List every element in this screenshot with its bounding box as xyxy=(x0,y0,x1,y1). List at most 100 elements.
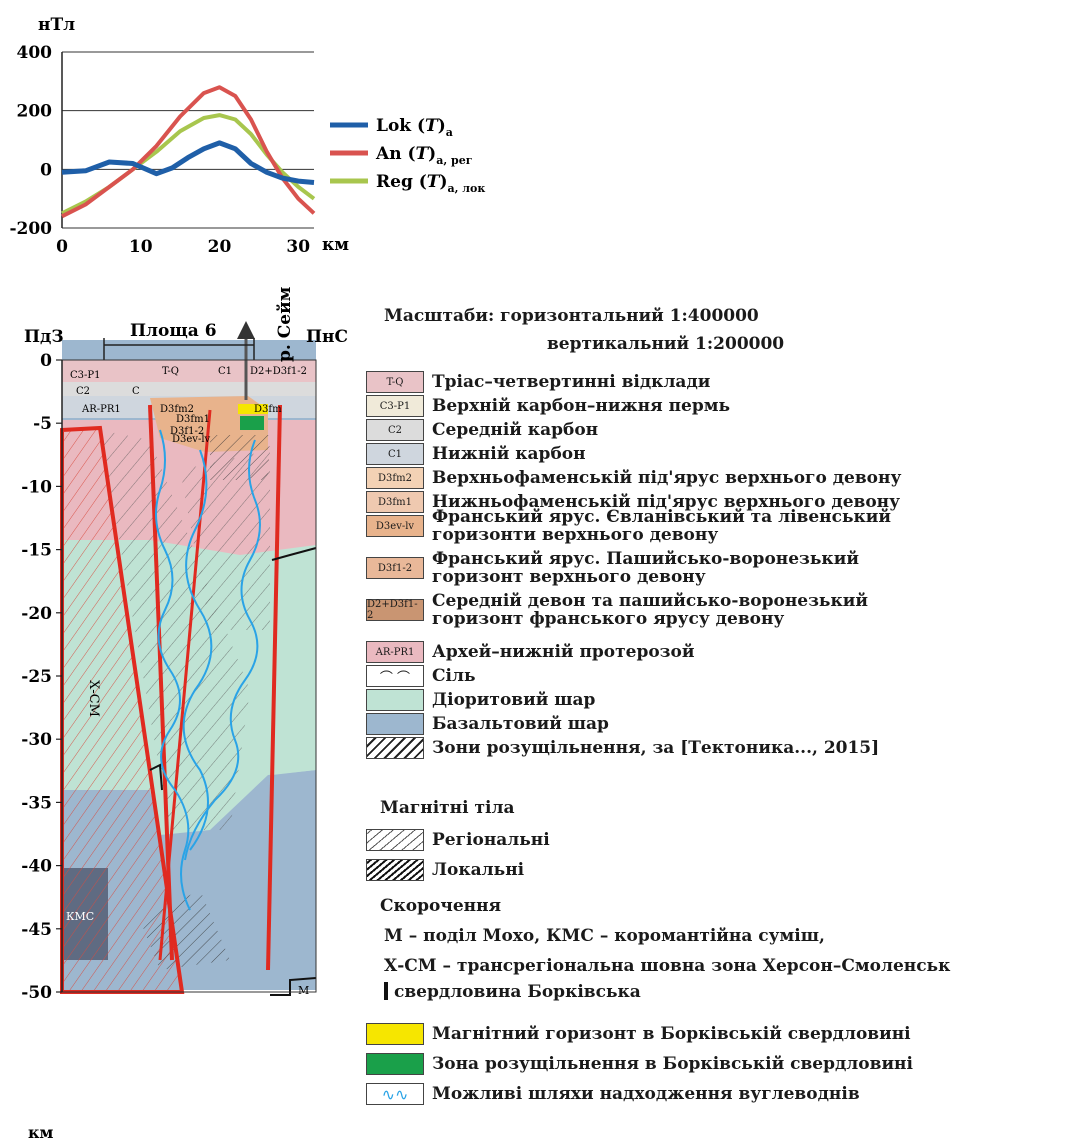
moho-line xyxy=(270,977,317,996)
y-tick-label: 0 xyxy=(40,160,52,180)
legend-swatch: D3ev-lv xyxy=(366,515,424,537)
legend-label: Сіль xyxy=(432,666,476,686)
legend-swatch xyxy=(366,1053,424,1075)
unit-label: D3fm xyxy=(254,404,282,415)
legend-swatch: AR-PR1 xyxy=(366,641,424,663)
boundary-step-1 xyxy=(271,547,317,561)
hydrocarbon-path-2 xyxy=(184,439,261,861)
legend-row: Зони розущільнення, за [Тектоника..., 20… xyxy=(366,736,879,760)
legend-label: Магнітний горизонт в Борківській свердло… xyxy=(432,1024,911,1044)
borehole-legend-label: свердловина Борківська xyxy=(394,982,641,1002)
borehole-legend: свердловина Борківська xyxy=(384,982,641,1002)
legend-swatch xyxy=(366,859,424,881)
legend-label: Базальтовий шар xyxy=(432,714,609,734)
depth-tick-label: -40 xyxy=(21,857,52,877)
legend-label: Архей–нижній протерозой xyxy=(432,642,695,662)
legend-label: Зони розущільнення, за [Тектоника..., 20… xyxy=(432,738,880,758)
unit-label: C2 xyxy=(76,386,90,397)
depth-unit-label: км xyxy=(28,1123,54,1140)
legend-swatch xyxy=(366,1023,424,1045)
legend-label: Локальні xyxy=(432,860,525,880)
legend-swatch: D3f1-2 xyxy=(366,557,424,579)
magnetic-horizon xyxy=(238,404,268,414)
legend-label: Середній карбон xyxy=(432,420,599,440)
abbrev-line: М – поділ Мохо, КМС – коромантійна суміш… xyxy=(384,926,825,946)
legend-label: Тріас–четвертинні відклади xyxy=(432,372,711,392)
legend-label: Франський ярус. Євланівський та лівенськ… xyxy=(432,507,892,545)
y-tick-label: -200 xyxy=(9,219,52,239)
unit-label: C xyxy=(132,386,140,397)
unit-label: C3-P1 xyxy=(70,370,100,381)
depth-tick-label: -30 xyxy=(21,730,52,750)
legend-label: Reg (T)a, лок xyxy=(376,172,485,195)
legend-label: Нижньофаменській під'ярус верхнього дево… xyxy=(432,492,900,512)
tq-layer xyxy=(62,360,316,382)
depth-tick-label: -45 xyxy=(21,920,52,940)
legend-row: Базальтовий шар xyxy=(366,712,609,736)
unit-label: D3fm2 xyxy=(160,404,194,415)
depth-tick-label: -35 xyxy=(21,793,52,813)
depth-tick-label: -10 xyxy=(21,477,52,497)
magnetic-bodies-title: Магнітні тіла xyxy=(380,798,515,818)
legend-label: Верхньофаменській під'ярус верхнього дев… xyxy=(432,468,902,488)
legend-row: AR-PR1 Архей–нижній протерозой xyxy=(366,640,694,664)
geological-section: 0-5-10-15-20-25-30-35-40-45-50 ПдЗ ПнС П… xyxy=(21,286,348,1140)
legend-swatch: C2 xyxy=(366,419,424,441)
legend-row: ⌒ ⌒ Сіль xyxy=(366,664,476,688)
legend-row: D3f1-2 Франський ярус. Пашийсько-воронезь… xyxy=(366,550,859,586)
unit-label: D3ev-lv xyxy=(172,434,211,445)
series-line xyxy=(61,85,316,219)
legend-swatch: ∿∿ xyxy=(366,1083,424,1105)
depth-tick-label: -15 xyxy=(21,541,52,561)
unit-label: D3fm1 xyxy=(176,414,210,425)
diorite-right xyxy=(272,550,316,775)
x-tick-label: 0 xyxy=(56,237,68,257)
legend-row: C1 Нижній карбон xyxy=(366,442,586,466)
legend-swatch xyxy=(366,713,424,735)
unit-label: D2+D3f1-2 xyxy=(250,366,307,377)
legend-label: Lok (T)a xyxy=(376,116,453,139)
legend-row: Локальні xyxy=(366,858,524,882)
legend-row: ∿∿Можливі шляхи надходження вуглеводнів xyxy=(366,1082,860,1106)
legend-row: D3ev-lv Франський ярус. Євланівський та л… xyxy=(366,508,891,544)
legend-swatch: C3-P1 xyxy=(366,395,424,417)
regional-magnetic-body xyxy=(62,430,180,990)
legend-label: Регіональні xyxy=(432,830,550,850)
legend-swatch: D2+D3f1-2 xyxy=(366,599,424,621)
legend-swatch xyxy=(366,689,424,711)
red-boundary-right xyxy=(266,404,282,971)
x-tick-label: 10 xyxy=(129,237,153,257)
scale-horizontal: Масштаби: горизонтальний 1:400000 xyxy=(384,306,759,326)
legend-row: Зона розущільнення в Борківській свердло… xyxy=(366,1052,913,1076)
right-direction-label: ПнС xyxy=(306,327,348,347)
left-direction-label: ПдЗ xyxy=(24,327,64,347)
y-axis-unit-label: нТл xyxy=(38,15,75,35)
legend-swatch xyxy=(366,829,424,851)
abbrev-line: Х-СМ – трансрегіональна шовна зона Херсо… xyxy=(384,956,951,976)
series-line xyxy=(61,140,315,185)
legend-label: Середній девон та пашийсько-воронезький … xyxy=(432,591,868,629)
local-magnetic-body-2 xyxy=(140,890,230,970)
legend-swatch xyxy=(366,737,424,759)
legend-label: Франський ярус. Пашийсько-воронезький го… xyxy=(432,549,859,587)
legend-label: Нижній карбон xyxy=(432,444,586,464)
hydrocarbon-path-1 xyxy=(155,429,191,911)
depth-tick-label: -25 xyxy=(21,667,52,687)
legend-label: Діоритовий шар xyxy=(432,690,596,710)
decompaction-zone xyxy=(240,416,264,430)
legend-label: An (T)a, рег xyxy=(375,144,473,167)
moho-label: М xyxy=(298,984,309,997)
legend-row: T-Q Тріас–четвертинні відклади xyxy=(366,370,710,394)
legend-swatch: T-Q xyxy=(366,371,424,393)
depth-tick-label: -5 xyxy=(33,414,52,434)
x-tick-label: 20 xyxy=(208,237,232,257)
legend-swatch: C1 xyxy=(366,443,424,465)
legend-row: C2 Середній карбон xyxy=(366,418,598,442)
legend-swatch: ⌒ ⌒ xyxy=(366,665,424,687)
x-axis-unit-label: км xyxy=(322,235,349,255)
unit-label: T-Q xyxy=(162,366,179,377)
